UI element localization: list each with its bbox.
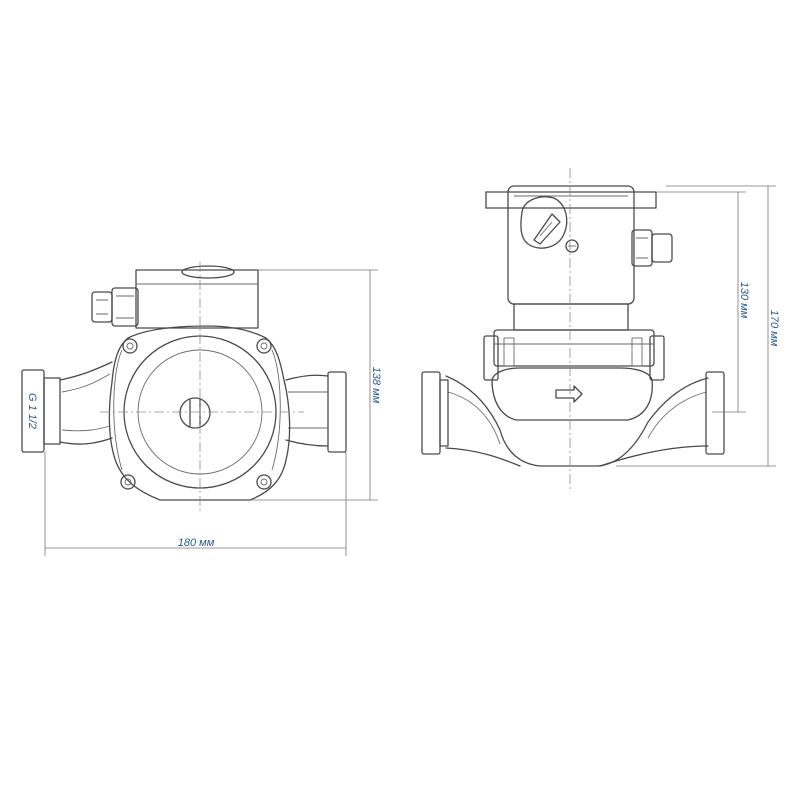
cable-gland-icon xyxy=(91,287,139,327)
front-view: 180 мм 138 мм G 1 1/2 xyxy=(21,262,382,556)
speed-selector-knob-icon xyxy=(520,196,568,249)
motor-fins xyxy=(483,335,665,381)
indicator-screw-icon xyxy=(565,239,579,253)
right-flange xyxy=(327,371,347,453)
volute-housing xyxy=(491,367,653,421)
dimension-width-label: 180 мм xyxy=(178,537,215,549)
pipe-body-bottom xyxy=(445,445,709,467)
flow-arrow-icon xyxy=(555,385,583,403)
left-flange-collar xyxy=(43,377,61,445)
motor-body xyxy=(493,329,655,367)
terminal-cap xyxy=(181,265,235,279)
thread-label: G 1 1/2 xyxy=(26,393,38,429)
left-pipe xyxy=(59,361,113,445)
side-left-flange xyxy=(421,371,441,455)
dimension-height-front-label: 138 мм xyxy=(370,367,382,404)
dimension-height-side-total-label: 170 мм xyxy=(768,310,780,347)
side-view: 130 мм 170 мм xyxy=(421,168,780,492)
side-cable-gland-icon xyxy=(631,229,673,267)
motor-neck xyxy=(513,303,629,331)
control-box-top xyxy=(485,191,657,209)
terminal-box xyxy=(135,269,259,329)
side-right-flange xyxy=(705,371,725,455)
dimension-height-side-inner-label: 130 мм xyxy=(738,282,750,319)
vent-screw-icon xyxy=(179,397,211,429)
bolt-icon xyxy=(120,338,272,490)
pipe-body-top xyxy=(445,375,709,467)
right-pipe xyxy=(285,374,329,447)
